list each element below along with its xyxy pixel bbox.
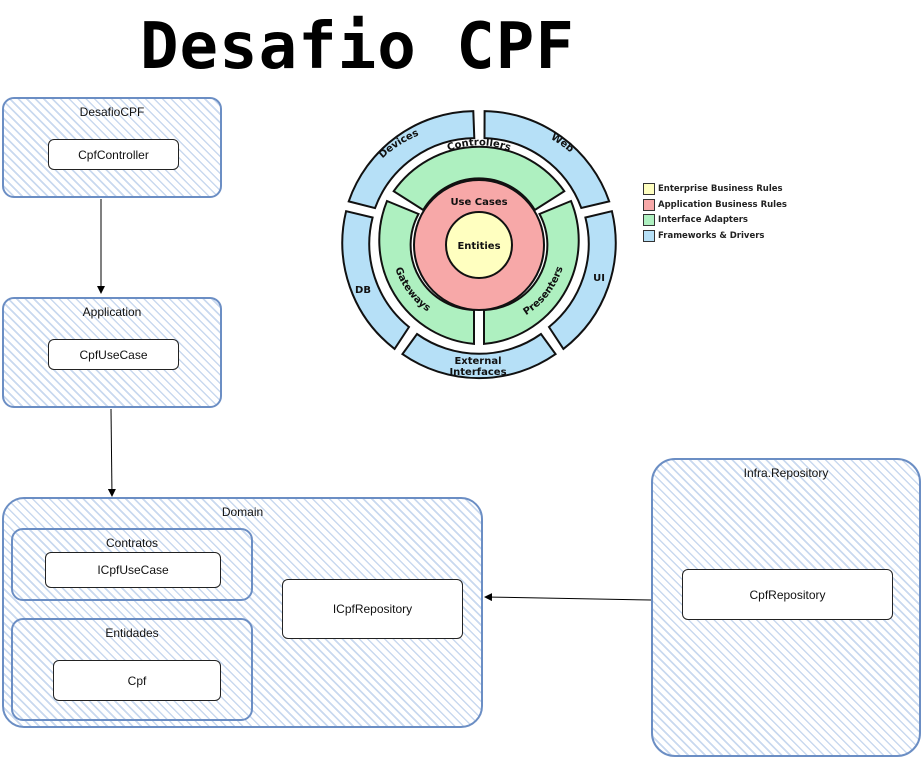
db-segment <box>341 209 411 351</box>
web-label: Web <box>549 132 576 155</box>
infra-repository-label: Infra.Repository <box>743 466 829 480</box>
entidades-label: Entidades <box>105 626 159 640</box>
ui-segment <box>547 209 617 351</box>
application-label: Application <box>82 305 142 319</box>
external-label-line2: Interfaces <box>449 367 506 378</box>
domain-label: Domain <box>221 505 264 519</box>
domain-container: Domain Contratos ICpfUseCase Entidades C… <box>2 497 483 728</box>
application-container: Application CpfUseCase <box>2 297 222 408</box>
legend-item-frameworks: Frameworks & Drivers <box>643 228 787 244</box>
legend: Enterprise Business Rules Application Bu… <box>643 181 787 244</box>
gateways-segment <box>378 199 475 345</box>
devices-segment <box>347 110 476 210</box>
legend-swatch <box>643 229 655 242</box>
legend-item-enterprise: Enterprise Business Rules <box>643 181 787 197</box>
gateways-label: Gateways <box>392 266 432 314</box>
external-label-line1: External <box>454 356 501 367</box>
svg-text:Controllers: Controllers <box>446 137 512 154</box>
cpf-controller-box: CpfController <box>48 139 179 170</box>
desafiocpf-container: DesafioCPF CpfController <box>2 97 222 198</box>
icpf-use-case-box: ICpfUseCase <box>45 552 221 588</box>
infra-repository-container: Infra.Repository CpfRepository <box>651 458 921 757</box>
svg-text:Web: Web <box>549 132 576 155</box>
legend-label: Interface Adapters <box>658 215 748 226</box>
db-label: DB <box>355 285 371 296</box>
legend-label: Frameworks & Drivers <box>658 230 765 241</box>
contratos-container: Contratos ICpfUseCase <box>11 528 253 601</box>
entities-circle <box>445 211 513 279</box>
legend-swatch <box>643 214 655 227</box>
desafiocpf-label: DesafioCPF <box>79 105 145 119</box>
arrow-application-to-domain <box>107 408 116 497</box>
legend-item-adapters: Interface Adapters <box>643 212 787 228</box>
presenters-label: Presenters <box>521 265 565 318</box>
controllers-label: Controllers <box>446 137 512 154</box>
svg-text:Gateways: Gateways <box>392 266 432 314</box>
svg-text:Presenters: Presenters <box>521 265 565 318</box>
legend-item-application: Application Business Rules <box>643 197 787 213</box>
ui-label: UI <box>593 273 605 284</box>
use-cases-label: Use Cases <box>450 197 507 208</box>
legend-label: Enterprise Business Rules <box>658 183 783 194</box>
cpf-repository-box: CpfRepository <box>682 569 893 620</box>
cpf-entity-box: Cpf <box>53 660 221 701</box>
external-interfaces-segment <box>400 332 558 380</box>
devices-label: Devices <box>377 128 420 161</box>
arrow-infra-to-domain <box>484 593 652 602</box>
use-cases-circle <box>413 179 545 311</box>
entities-label: Entities <box>457 241 500 252</box>
entidades-container: Entidades Cpf <box>11 618 253 721</box>
legend-swatch <box>643 198 655 211</box>
contratos-label: Contratos <box>105 536 159 550</box>
controllers-segment <box>392 145 566 212</box>
page-title: Desafio CPF <box>140 10 575 84</box>
cpf-use-case-box: CpfUseCase <box>48 339 179 370</box>
legend-label: Application Business Rules <box>658 199 787 210</box>
presenters-segment <box>483 199 580 345</box>
svg-text:Devices: Devices <box>377 128 420 161</box>
web-segment <box>483 110 611 210</box>
legend-swatch <box>643 182 655 195</box>
icpf-repository-box: ICpfRepository <box>282 579 463 639</box>
